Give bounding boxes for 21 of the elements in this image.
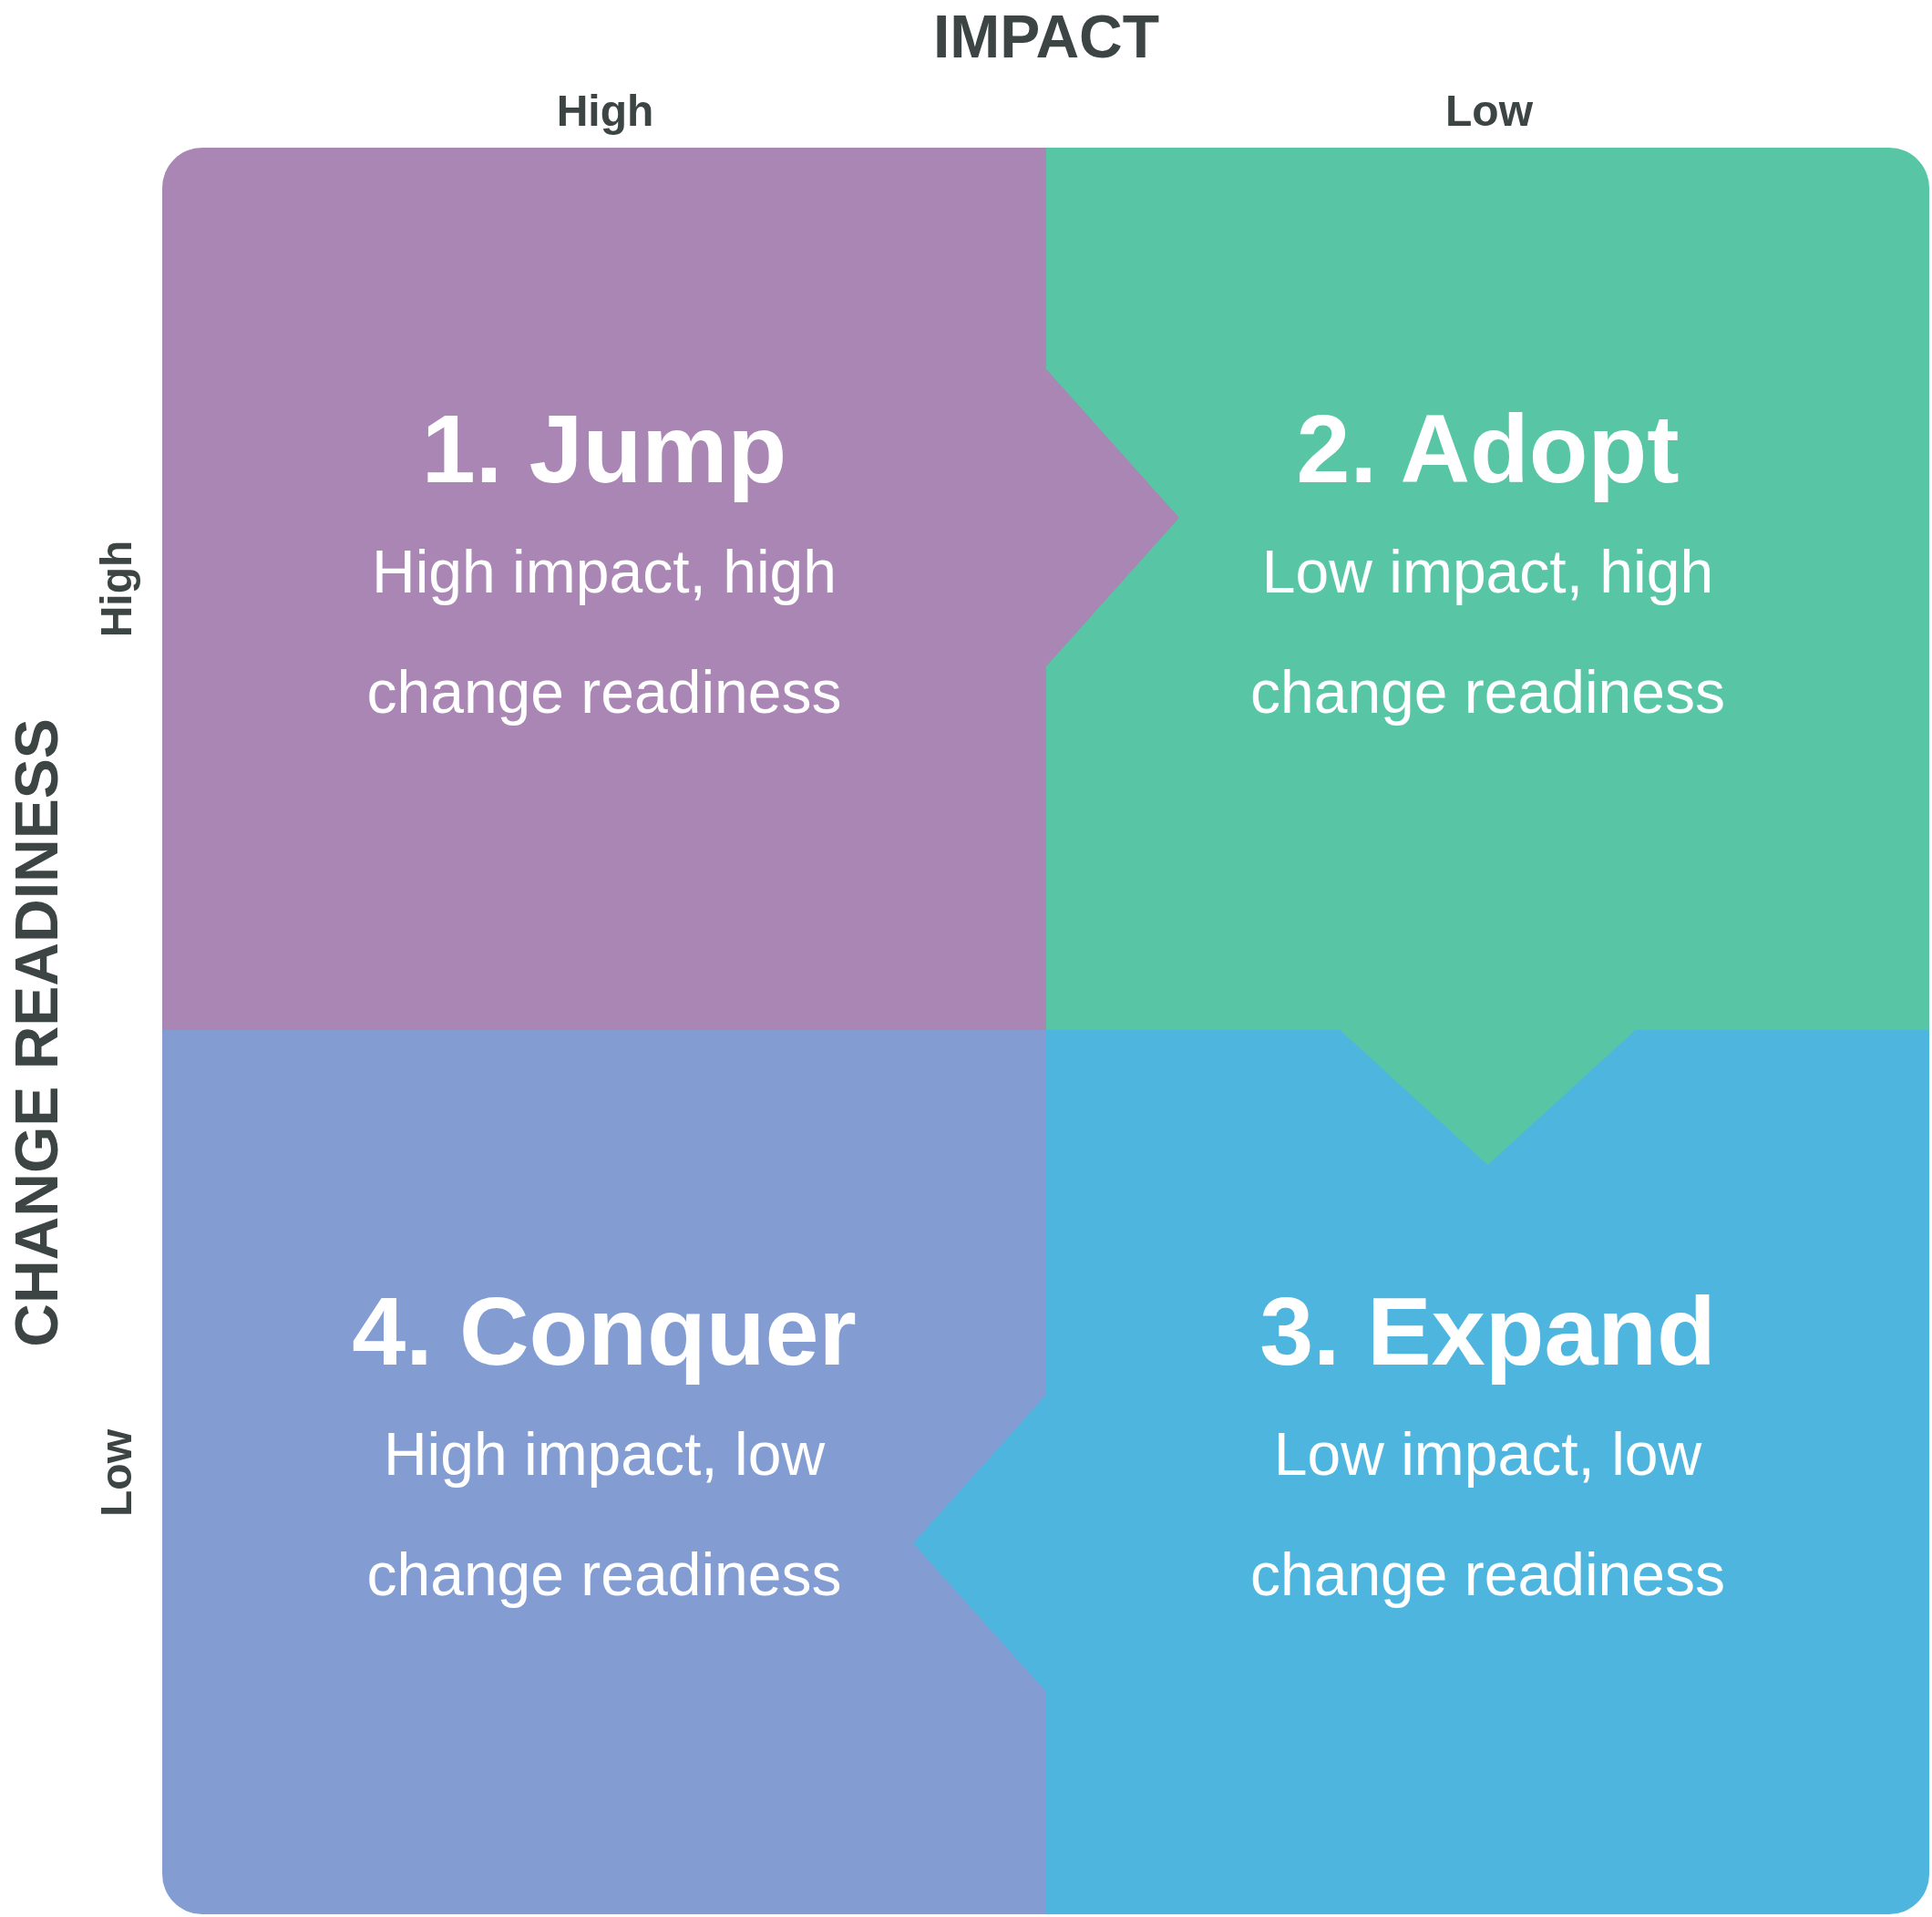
quadrant-title: 1. Jump [421,396,787,502]
quadrant-description: Low impact, low change readiness [1249,1418,1726,1610]
quadrant-title: 2. Adopt [1296,396,1680,502]
quadrant-title: 4. Conquer [352,1278,857,1385]
quadrant-description: Low impact, high change readiness [1249,536,1726,727]
quadrant-box [1046,1030,1929,1914]
axis-title: CHANGE READINESS [6,718,67,1347]
quadrant-box [162,148,1046,1030]
quadrant-description: High impact, low change readiness [365,1418,843,1610]
axis-level-label: Low [1445,89,1533,133]
quadrant-title: 3. Expand [1259,1278,1716,1385]
axis-level-label: High [95,540,139,638]
chevron-arrow [1046,369,1179,666]
chevron-arrow [1340,1030,1636,1165]
quadrant-box [162,1030,1046,1914]
quadrant-box [1046,148,1929,1030]
chevron-arrow [913,1395,1046,1692]
axis-level-label: High [556,89,654,133]
quadrant-description: High impact, high change readiness [365,536,843,727]
axis-level-label: Low [95,1429,139,1517]
axis-title: IMPACT [932,6,1160,67]
